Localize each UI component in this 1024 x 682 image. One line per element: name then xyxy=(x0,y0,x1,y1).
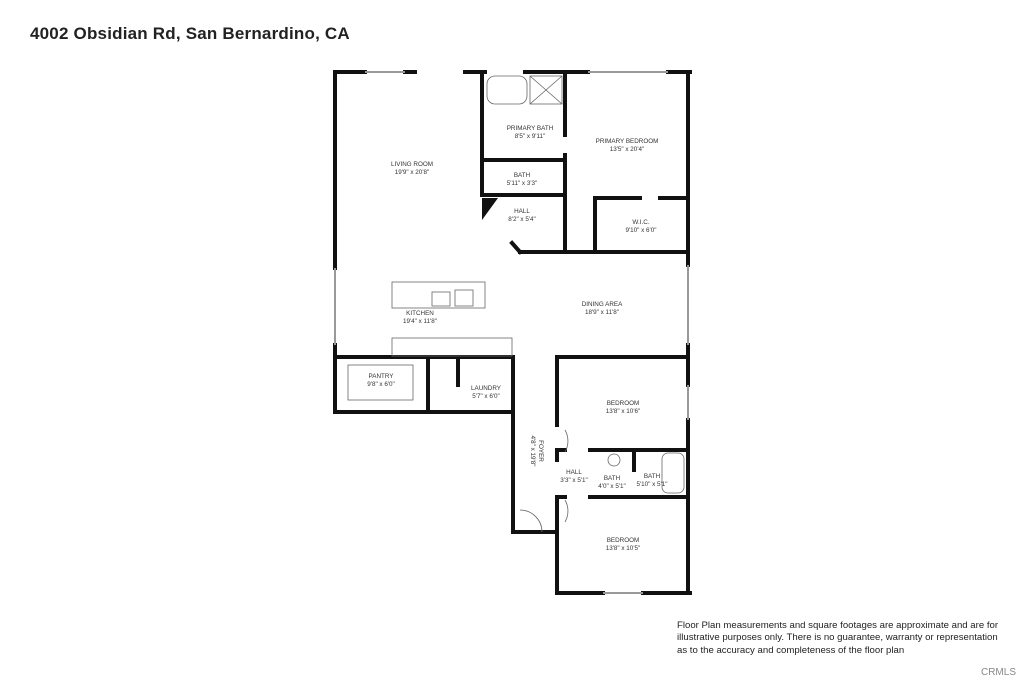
room-name: HALL xyxy=(514,208,530,215)
room-name: W.I.C. xyxy=(632,219,649,226)
disclaimer: Floor Plan measurements and square foota… xyxy=(677,620,1007,657)
room-dimensions: 4'0" x 5'1" xyxy=(598,483,626,490)
room-name: PANTRY xyxy=(369,373,395,380)
watermark: CRMLS xyxy=(980,667,1016,678)
room-dimensions: 13'8" x 10'5" xyxy=(606,545,641,552)
room-dimensions: 18'9" x 11'8" xyxy=(585,309,619,316)
walls xyxy=(333,70,692,595)
room-name: LAUNDRY xyxy=(471,385,502,392)
room-name: PRIMARY BATH xyxy=(507,125,554,132)
room-name: HALL xyxy=(566,469,582,476)
room-dimensions: 8'2" x 5'4" xyxy=(508,216,536,223)
room-name: BEDROOM xyxy=(607,400,640,407)
room-name: BATH xyxy=(644,473,661,480)
fixtures xyxy=(347,75,685,533)
room-name: BATH xyxy=(514,172,531,179)
room-name: KITCHEN xyxy=(406,310,434,317)
disclaimer-line: Floor Plan measurements and square foota… xyxy=(677,620,999,631)
room-dimensions: 5'11" x 3'3" xyxy=(507,180,538,187)
room-dimensions: 19'4" x 11'8" xyxy=(403,318,437,325)
room-name: DINING AREA xyxy=(582,301,623,308)
room-dimensions: 3'3" x 5'1" xyxy=(560,477,588,484)
room-dimensions: 5'10" x 5'1" xyxy=(636,481,667,488)
room-dimensions: 13'5" x 20'4" xyxy=(610,146,645,153)
room-dimensions: 4'8" x 19'8" xyxy=(529,435,536,466)
room-dimensions: 8'5" x 9'11" xyxy=(515,133,546,140)
room-label: W.I.C.9'10" x 6'0" xyxy=(625,219,656,234)
disclaimer-line: illustrative purposes only. There is no … xyxy=(677,632,998,644)
room-dimensions: 19'9" x 20'8" xyxy=(395,169,430,176)
room-name: LIVING ROOM xyxy=(391,161,433,168)
room-dimensions: 9'8" x 6'0" xyxy=(367,381,395,388)
page-title: 4002 Obsidian Rd, San Bernardino, CA xyxy=(30,24,350,43)
room-name: PRIMARY BEDROOM xyxy=(596,138,659,145)
windows xyxy=(334,71,689,594)
room-dimensions: 13'8" x 10'6" xyxy=(606,408,641,415)
room-name: BATH xyxy=(604,475,621,482)
room-dimensions: 5'7" x 6'0" xyxy=(472,393,500,400)
disclaimer-line: as to the accuracy and completeness of t… xyxy=(677,644,905,656)
room-name: BEDROOM xyxy=(607,537,640,544)
room-dimensions: 9'10" x 6'0" xyxy=(625,227,656,234)
room-name: FOYER xyxy=(537,440,544,462)
